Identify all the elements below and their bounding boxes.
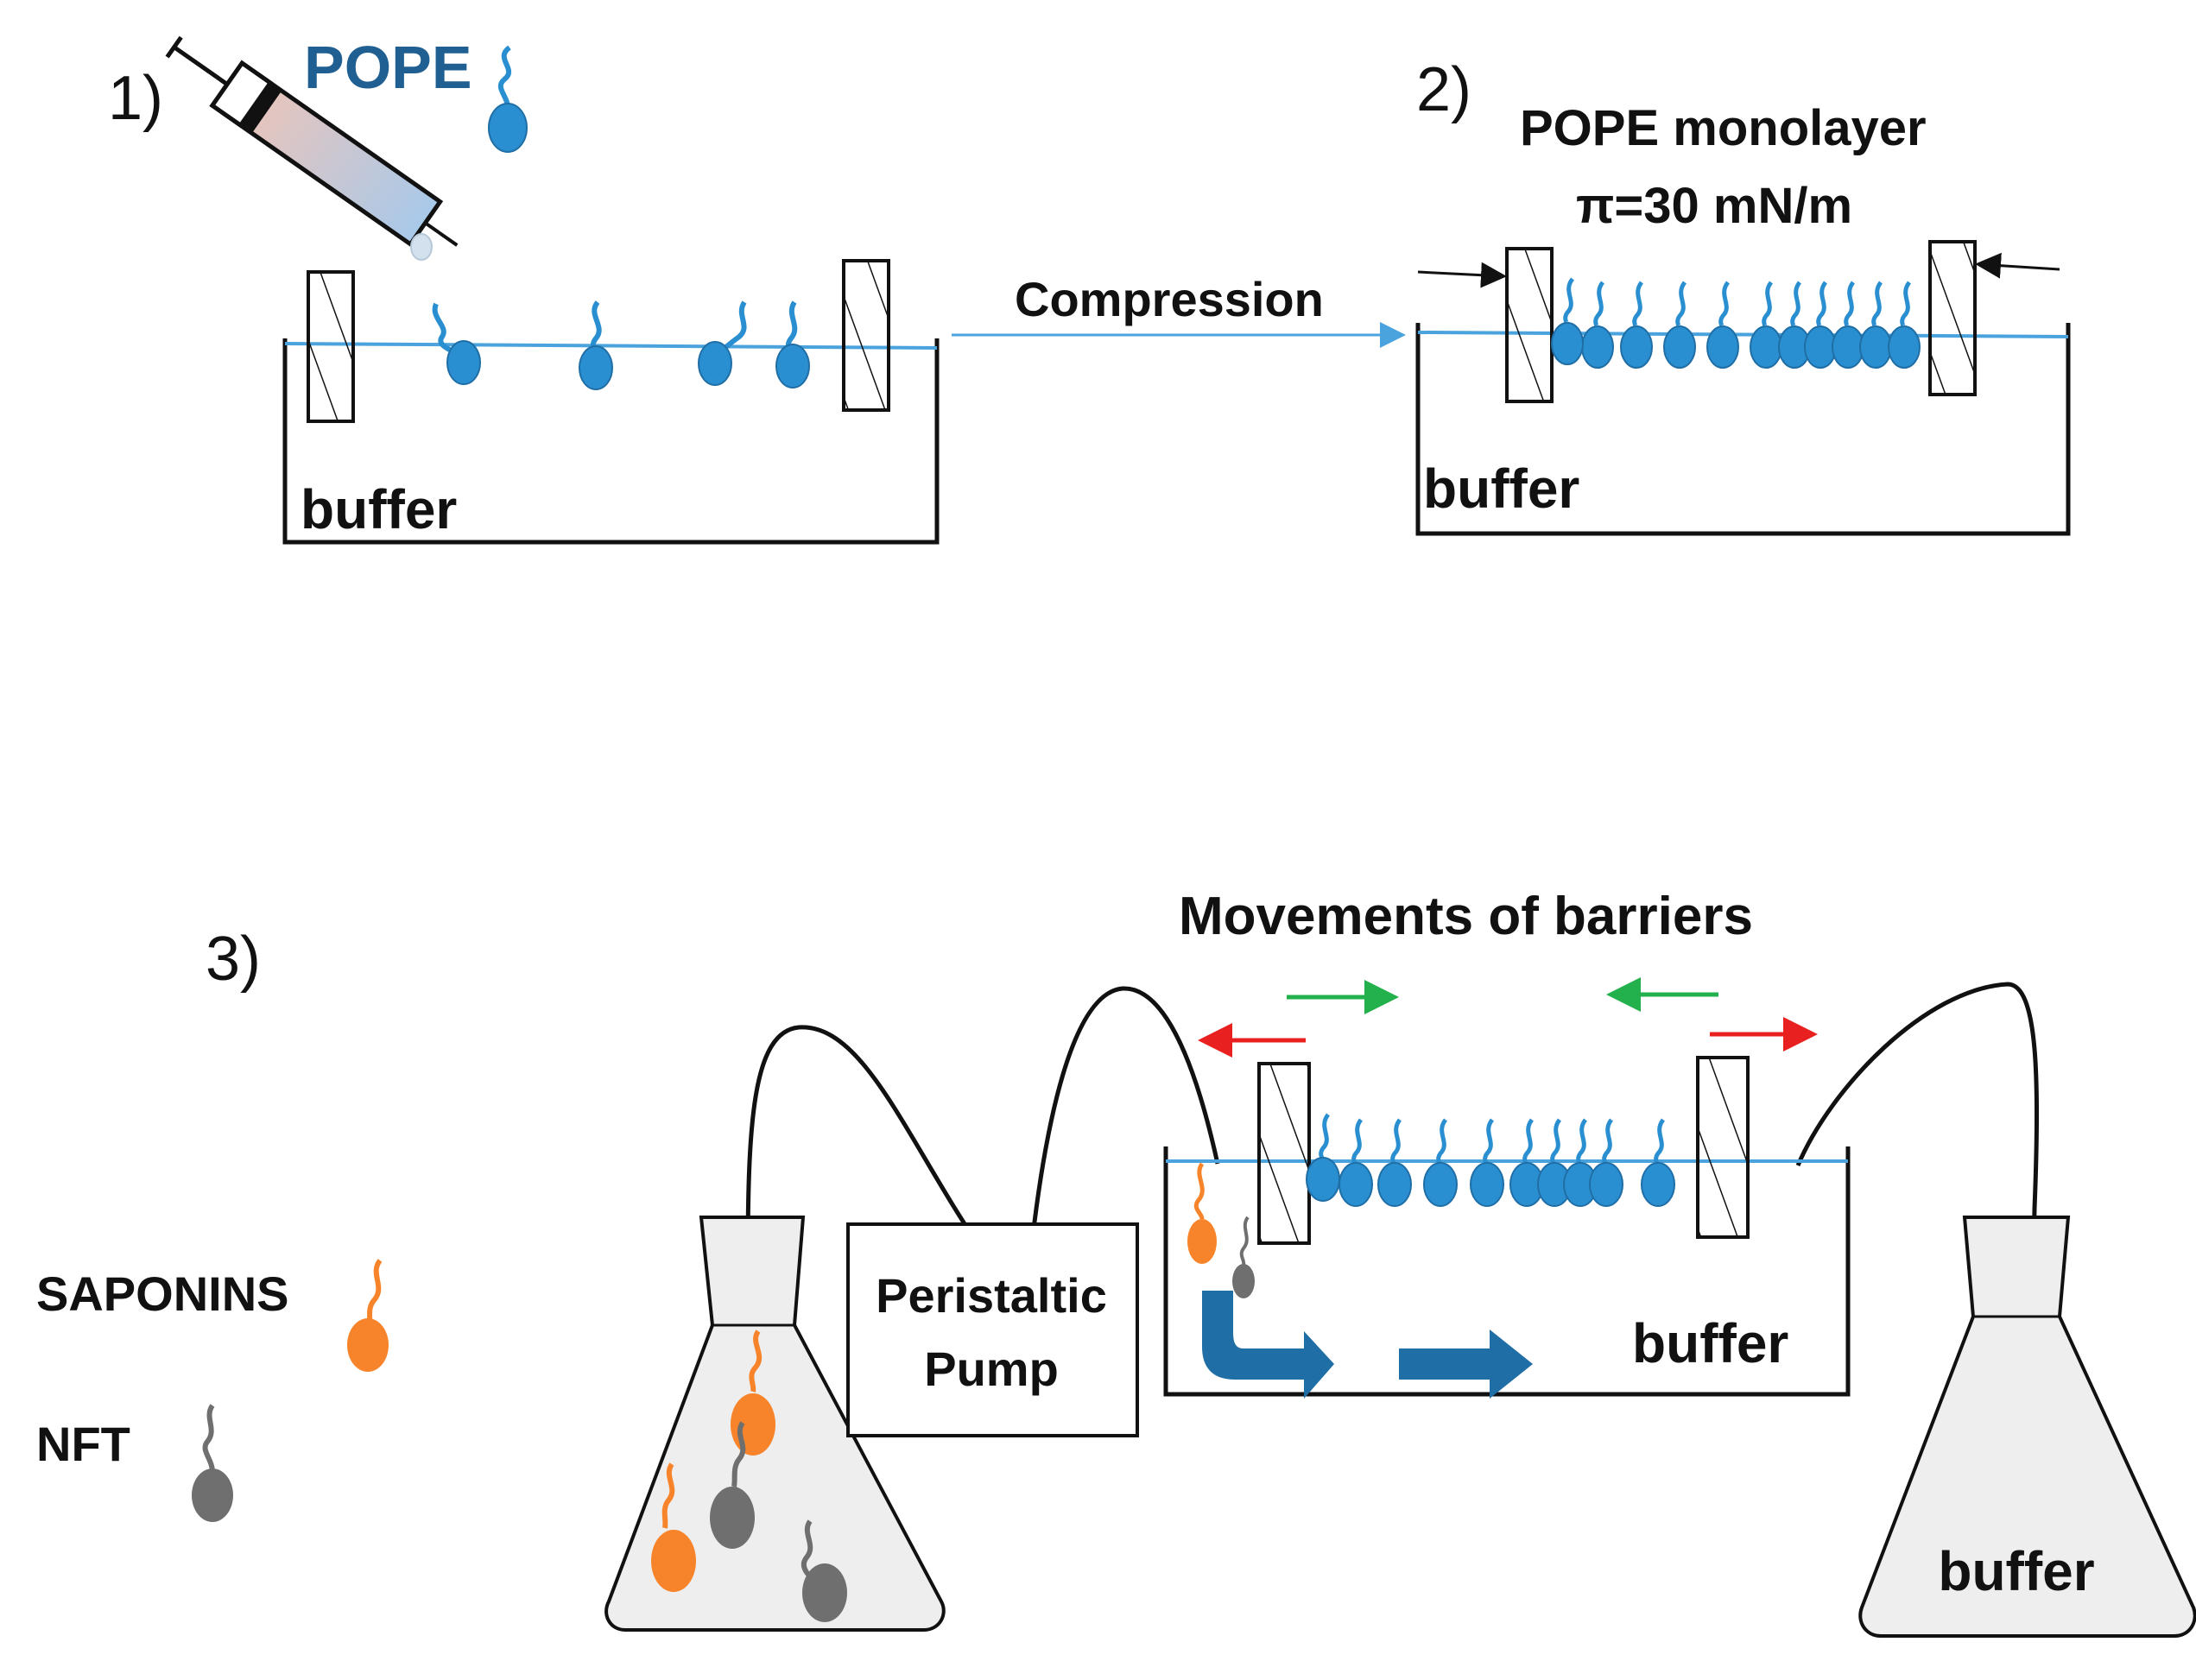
lipid-tail	[1871, 281, 1883, 330]
lipid-tail	[1550, 1118, 1562, 1167]
lipid-tail	[1900, 281, 1912, 330]
peristaltic-pump	[846, 1222, 1139, 1437]
lipid-head	[1750, 325, 1782, 369]
trough-1	[282, 338, 940, 545]
lipid-head	[1859, 325, 1892, 369]
lipid-tail	[1319, 1113, 1331, 1162]
step3-title: Movements of barriers	[1179, 887, 1753, 946]
lipid-head	[1581, 325, 1614, 369]
pope-monolayer-2	[1551, 277, 1921, 369]
barrier-left-1	[307, 270, 355, 423]
lipid-head	[1888, 325, 1921, 369]
pope-molecule-icon	[488, 45, 528, 153]
lipid-head	[1663, 325, 1696, 369]
step2-panel: 2) POPE monolayer π=30 mN/m buffer	[1415, 55, 2071, 536]
step3-label: 3)	[206, 925, 261, 994]
lipid-head	[1306, 1157, 1340, 1202]
lipid-head	[1832, 325, 1864, 369]
lipid-tail	[1718, 281, 1731, 330]
lipid-tail	[1351, 1118, 1364, 1167]
lipid-head	[1589, 1162, 1623, 1207]
nft-molecule-icon	[192, 1404, 233, 1522]
step2-label: 2)	[1416, 55, 1471, 124]
injected-molecules	[1187, 1162, 1255, 1298]
lipid-tail	[1790, 281, 1802, 330]
saponin-molecule-icon	[347, 1259, 389, 1372]
flask-buffer-label: buffer	[1938, 1540, 2094, 1602]
barrier-left-3	[1257, 1062, 1311, 1245]
lipid-tail	[1844, 281, 1856, 330]
step1-label: 1)	[108, 64, 163, 133]
lipid-tail	[1762, 281, 1774, 330]
barrier-right-3	[1696, 1056, 1750, 1239]
syringe-icon	[165, 35, 459, 261]
lipid-tail	[1522, 1118, 1535, 1167]
lipid-tail	[1483, 1118, 1495, 1167]
lipid-head	[1470, 1162, 1504, 1207]
lipid-head	[1641, 1162, 1675, 1207]
pope-label: POPE	[304, 34, 472, 101]
waste-flask	[1858, 1216, 2196, 1638]
pope-monolayer-3	[1306, 1113, 1675, 1207]
step3-panel: 3) Movements of barriers SAPONINS NFT	[36, 887, 2196, 1638]
compression-transition: Compression	[952, 272, 1406, 348]
lipid-head	[1620, 325, 1653, 369]
trough-buffer-label: buffer	[1632, 1312, 1788, 1374]
flow-arrows	[1202, 1291, 1533, 1399]
barrier-left-2	[1505, 247, 1554, 403]
buffer-label-1: buffer	[301, 478, 457, 540]
lipid-head	[1551, 322, 1584, 365]
lipid-tail	[1632, 281, 1644, 330]
pump-label-line1: Peristaltic	[876, 1268, 1107, 1323]
compression-label: Compression	[1015, 272, 1324, 326]
pope-molecules-1	[432, 300, 810, 390]
trough-3	[1163, 1146, 1851, 1397]
trough-2	[1415, 323, 2071, 536]
step2-title: POPE monolayer	[1520, 100, 1927, 156]
lipid-head	[1338, 1162, 1373, 1207]
lipid-tail	[1436, 1118, 1448, 1167]
barrier-right-2	[1928, 240, 1977, 396]
lipid-head	[1423, 1162, 1458, 1207]
lipid-tail	[1675, 281, 1687, 330]
tubing	[745, 982, 2040, 1503]
step2-pressure: π=30 mN/m	[1576, 178, 1852, 234]
lipid-tail	[1816, 281, 1828, 330]
lipid-tail	[1593, 281, 1605, 330]
push-arrow-left	[1417, 262, 1507, 288]
pump-label-line2: Pump	[924, 1342, 1059, 1396]
legend-saponins-label: SAPONINS	[36, 1266, 289, 1321]
lipid-tail	[1654, 1118, 1666, 1167]
lipid-tail	[1563, 277, 1575, 326]
lipid-head	[1377, 1162, 1412, 1207]
source-flask	[604, 1216, 946, 1632]
lipid-tail	[1390, 1118, 1402, 1167]
lipid-head	[1706, 325, 1739, 369]
lipid-tail	[1602, 1118, 1614, 1167]
water-surface-1	[284, 342, 938, 350]
lipid-head	[1804, 325, 1837, 369]
barrier-right-1	[842, 259, 890, 412]
lipid-tail	[1576, 1118, 1588, 1167]
legend-nft-label: NFT	[36, 1417, 130, 1471]
buffer-label-2: buffer	[1423, 458, 1579, 520]
push-arrow-right	[1975, 252, 2060, 279]
step1-panel: 1) POPE	[108, 34, 940, 545]
